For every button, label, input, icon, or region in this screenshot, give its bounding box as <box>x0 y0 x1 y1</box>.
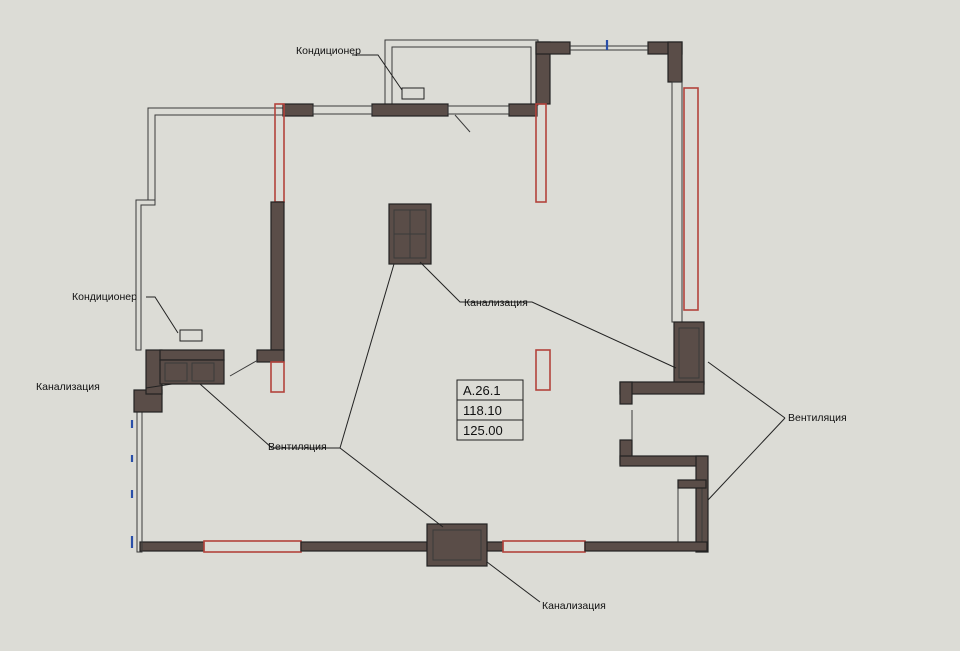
ac-unit-left-icon <box>179 329 203 342</box>
room-area-2: 125.00 <box>463 423 503 438</box>
label-vent-right: Вентиляция <box>788 412 847 424</box>
leader-lines <box>145 54 786 603</box>
label-ac-left: Кондиционер <box>72 291 137 303</box>
label-vent-left: Вентиляция <box>268 441 327 453</box>
label-sewer-center: Канализация <box>464 297 528 309</box>
label-sewer-bottom: Канализация <box>542 600 606 612</box>
walls <box>133 41 709 567</box>
room-id-box: А.26.1 118.10 125.00 <box>456 379 524 441</box>
label-sewer-left: Канализация <box>36 381 100 393</box>
ac-unit-top-icon <box>401 87 425 100</box>
room-area-1: 118.10 <box>463 403 502 418</box>
label-ac-top: Кондиционер <box>296 45 361 57</box>
markers <box>130 40 633 548</box>
room-number: А.26.1 <box>463 383 501 398</box>
